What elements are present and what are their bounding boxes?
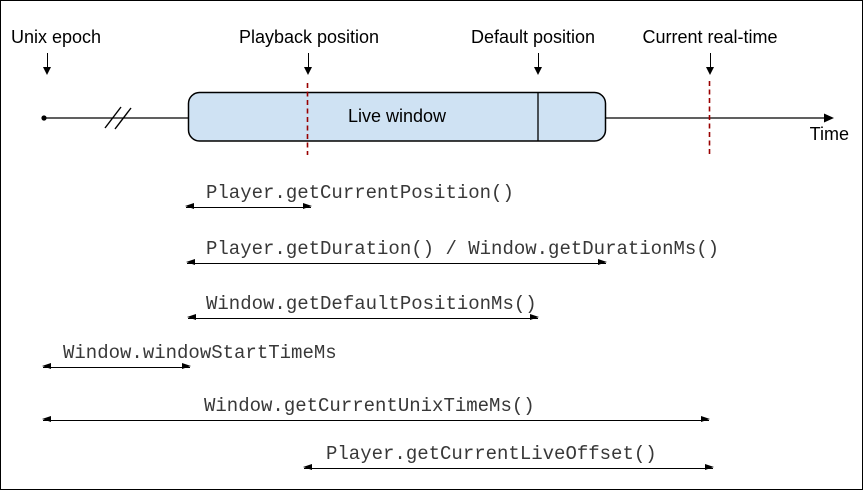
axis-arrowhead-icon — [824, 113, 834, 123]
measurement-arrow-current-unix-time — [42, 416, 710, 423]
measurement-label: Window.getDefaultPositionMs() — [206, 293, 537, 315]
down-arrow-default-position — [534, 53, 543, 75]
marker-label-current-real-time: Current real-time — [642, 27, 778, 47]
down-arrow-current-real-time — [706, 53, 715, 75]
axis-break-icon — [104, 106, 132, 130]
measurement-arrow-current-position — [185, 203, 312, 210]
measurement-arrow-window-start-time — [42, 363, 191, 370]
live-window-label: Live window — [347, 106, 447, 126]
time-axis-label: Time — [809, 124, 849, 144]
measurement-label: Window.windowStartTimeMs — [63, 342, 337, 364]
measurement-arrow-current-live-offset — [303, 464, 714, 471]
measurement-label: Player.getDuration() / Window.getDuratio… — [206, 238, 720, 260]
down-arrow-unix-epoch — [43, 53, 52, 75]
down-arrow-playback-position — [304, 53, 313, 75]
marker-label-unix-epoch: Unix epoch — [10, 27, 102, 47]
measurement-label: Player.getCurrentPosition() — [206, 182, 514, 204]
measurement-arrow-default-position-ms — [187, 314, 539, 321]
measurement-label: Player.getCurrentLiveOffset() — [326, 443, 657, 465]
marker-label-default-position: Default position — [470, 27, 596, 47]
measurement-arrow-duration — [186, 259, 607, 266]
marker-label-playback-position: Playback position — [238, 27, 380, 47]
live-window-box — [187, 91, 607, 142]
measurement-label: Window.getCurrentUnixTimeMs() — [204, 395, 535, 417]
